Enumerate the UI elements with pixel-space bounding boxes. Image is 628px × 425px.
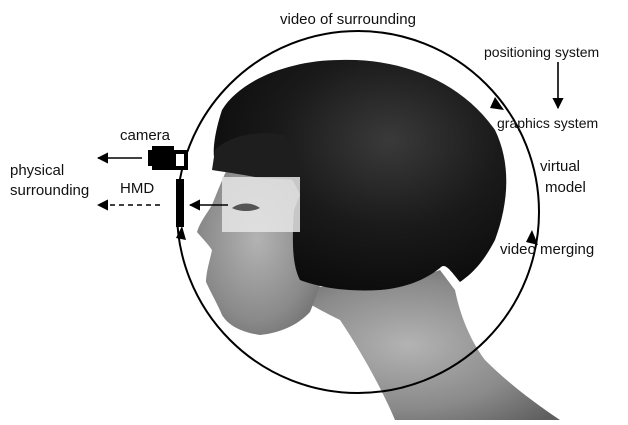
label-model: model xyxy=(545,179,586,196)
hmd-display-icon xyxy=(176,179,184,227)
label-video-of-surrounding: video of surrounding xyxy=(280,11,416,28)
label-positioning-system: positioning system xyxy=(484,44,599,60)
virtual-overlay-region xyxy=(222,177,300,232)
label-video-merging: video merging xyxy=(500,241,594,258)
label-virtual: virtual xyxy=(540,158,580,175)
label-graphics-system: graphics system xyxy=(497,115,598,131)
camera-icon xyxy=(148,146,188,170)
label-physical: physical xyxy=(10,162,64,179)
label-hmd: HMD xyxy=(120,180,154,197)
label-surrounding: surrounding xyxy=(10,182,89,199)
neck-shoulder-shape xyxy=(285,270,560,420)
label-camera: camera xyxy=(120,127,171,144)
